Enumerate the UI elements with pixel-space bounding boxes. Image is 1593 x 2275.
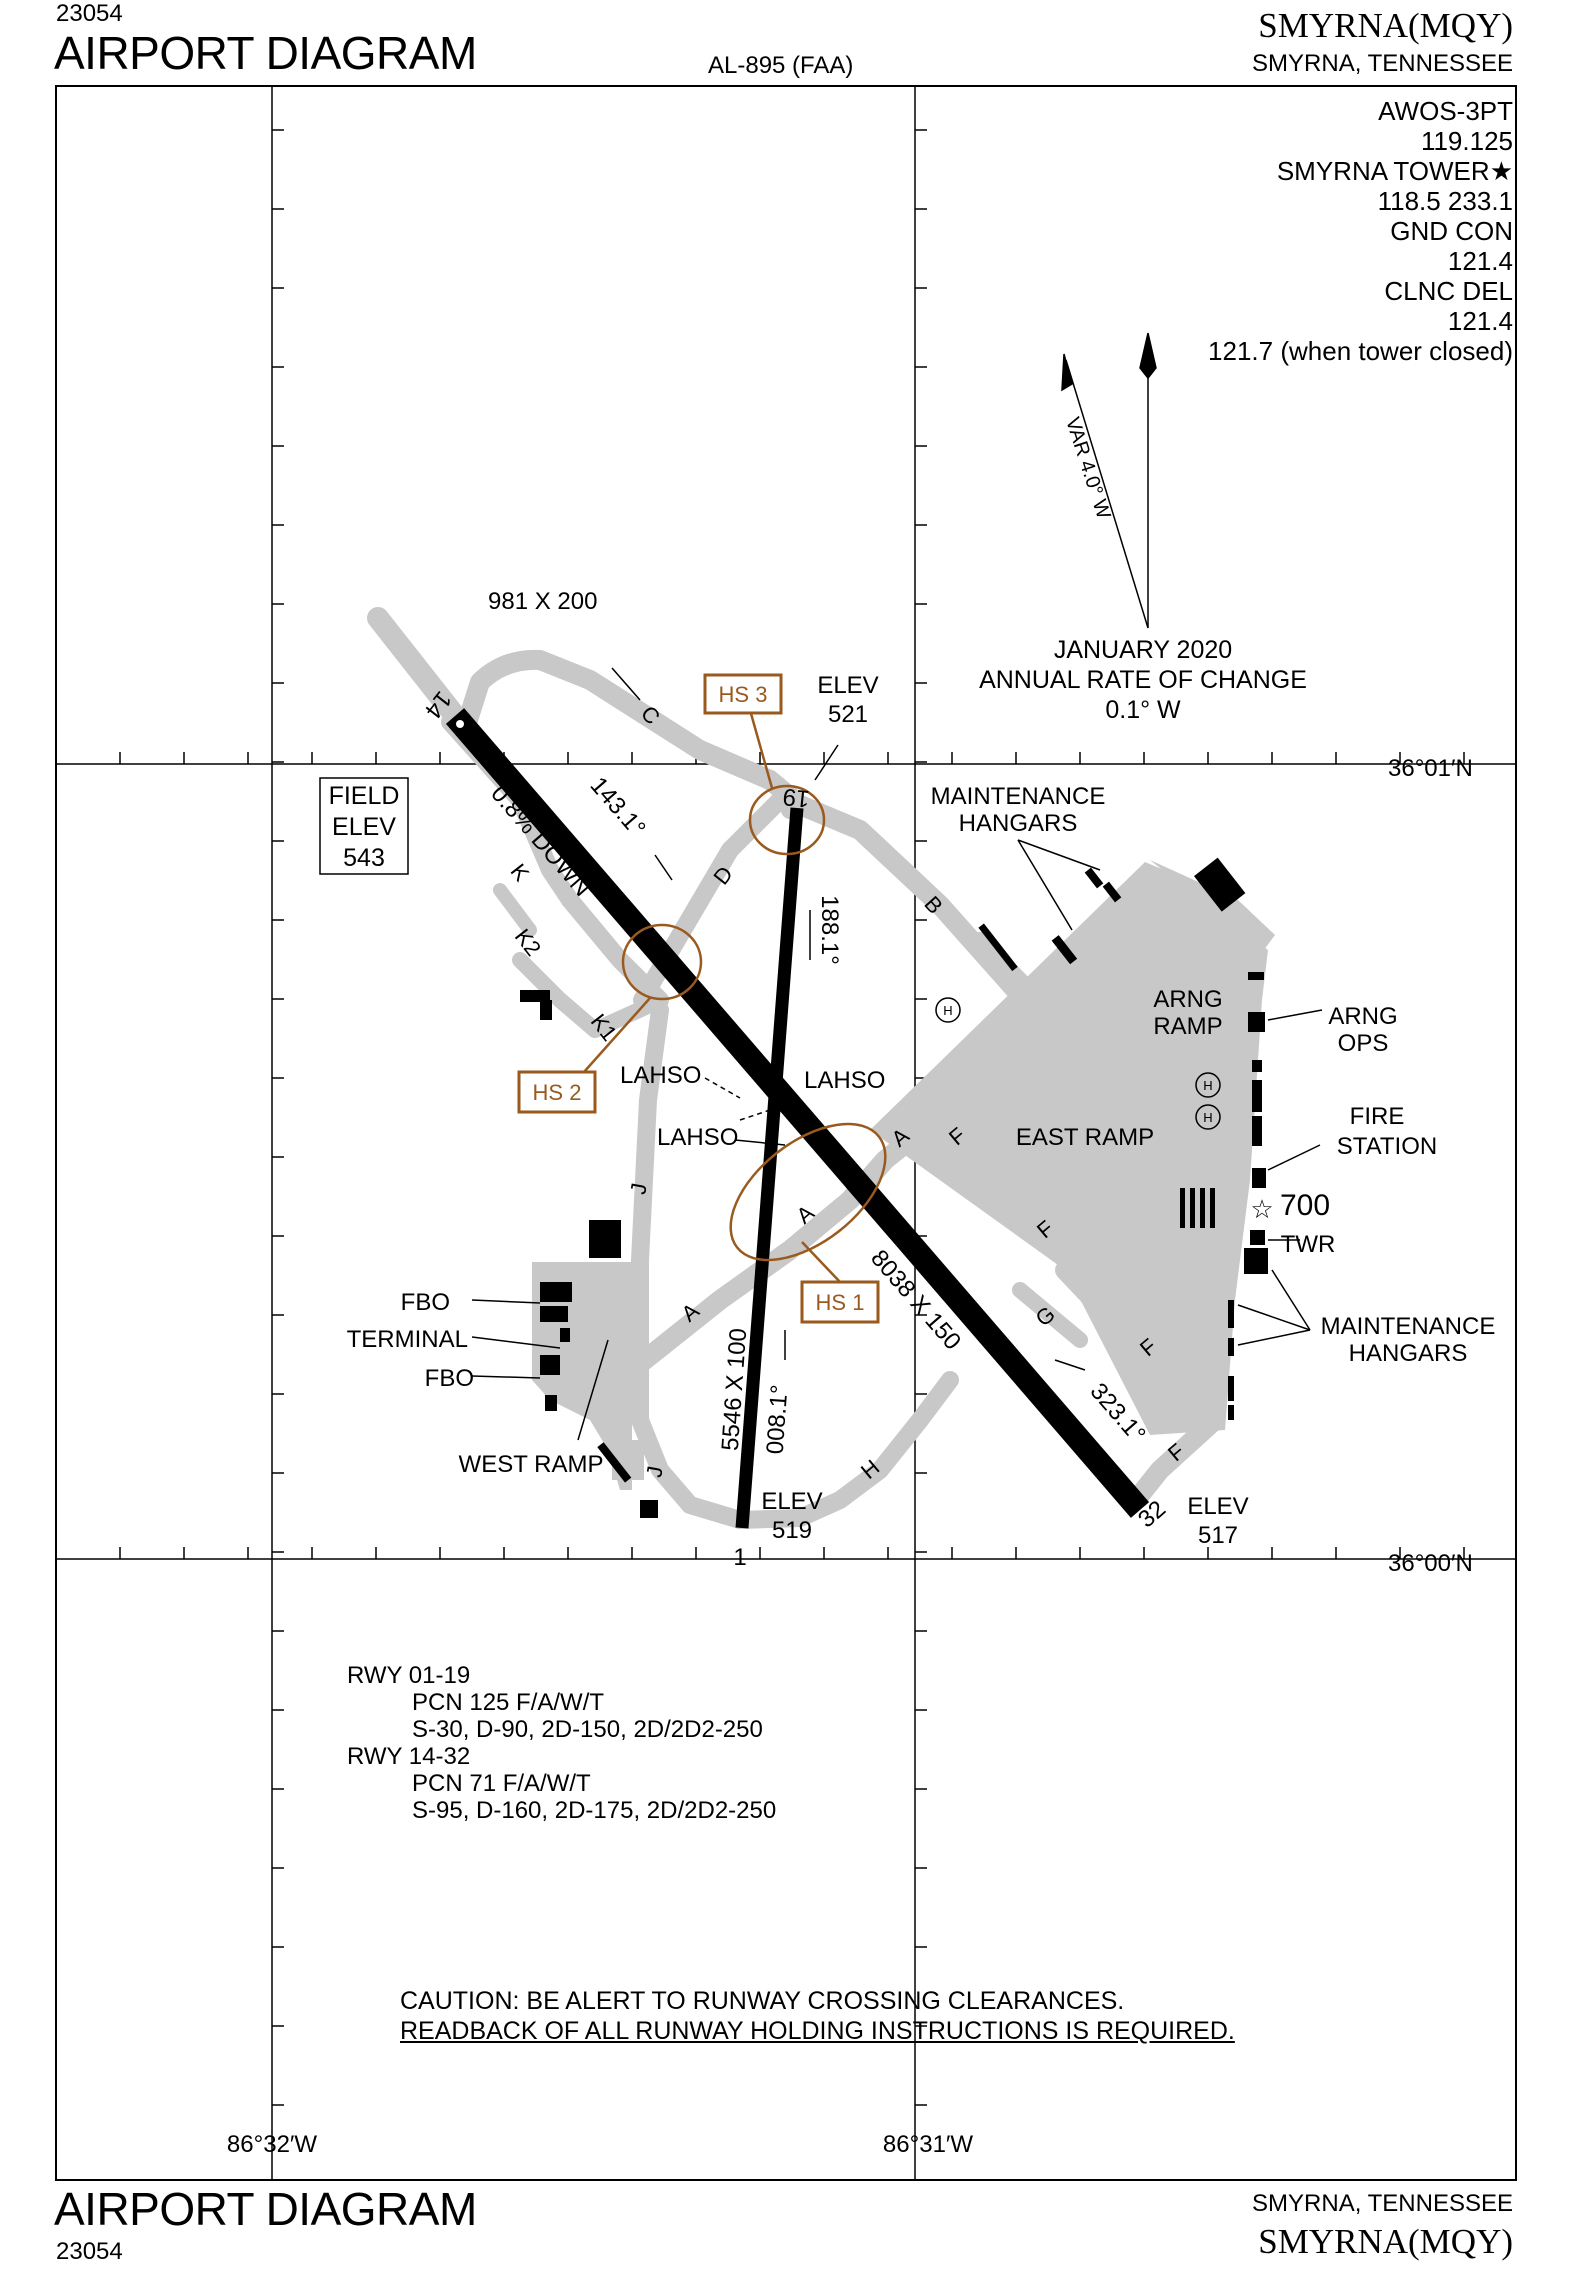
procedure-id: AL-895 (FAA) bbox=[708, 52, 854, 79]
svg-text:1: 1 bbox=[733, 1544, 746, 1571]
hot-spot-boxes bbox=[517, 673, 880, 1324]
chart-title-top: AIRPORT DIAGRAM bbox=[54, 27, 477, 79]
svg-text:19: 19 bbox=[782, 783, 811, 813]
svg-text:RAMP: RAMP bbox=[1153, 1013, 1222, 1040]
location-top: SMYRNA, TENNESSEE bbox=[1252, 50, 1513, 77]
svg-text:ELEV: ELEV bbox=[761, 1488, 822, 1515]
taxiways bbox=[367, 607, 1225, 1529]
svg-text:143.1°: 143.1° bbox=[585, 772, 651, 842]
hot-spot-3-label: HS 3 bbox=[719, 682, 768, 707]
svg-text:ARNG: ARNG bbox=[1153, 986, 1222, 1013]
chart-frame bbox=[55, 85, 1517, 2181]
svg-text:0.1° W: 0.1° W bbox=[1105, 696, 1181, 724]
svg-text:HANGARS: HANGARS bbox=[959, 810, 1078, 837]
svg-text:ARNG: ARNG bbox=[1328, 1003, 1397, 1030]
svg-text:LAHSO: LAHSO bbox=[620, 1062, 701, 1089]
chart-title-bottom: AIRPORT DIAGRAM bbox=[54, 2183, 477, 2235]
svg-text:OPS: OPS bbox=[1338, 1030, 1389, 1057]
lat-south-label: 36°00′N bbox=[1388, 1550, 1473, 1577]
svg-text:LAHSO: LAHSO bbox=[657, 1124, 738, 1151]
lat-north-label: 36°01′N bbox=[1388, 755, 1473, 782]
svg-text:543: 543 bbox=[343, 844, 385, 872]
variation-label: VAR 4.0° W bbox=[1061, 415, 1115, 522]
grid-ticks bbox=[119, 129, 1465, 2106]
svg-text:188.1°: 188.1° bbox=[816, 895, 843, 965]
magnetic-north-arrow-icon bbox=[1061, 353, 1073, 392]
svg-text:FIRE: FIRE bbox=[1350, 1103, 1405, 1130]
svg-text:STATION: STATION bbox=[1337, 1133, 1437, 1160]
hot-spots bbox=[583, 709, 887, 1283]
svg-text:MAINTENANCE: MAINTENANCE bbox=[1321, 1313, 1496, 1340]
location-bottom: SMYRNA, TENNESSEE bbox=[1252, 2190, 1513, 2217]
runways bbox=[445, 708, 1150, 1529]
svg-text:ELEV: ELEV bbox=[817, 672, 878, 699]
svg-text:FBO: FBO bbox=[401, 1289, 450, 1316]
chart-number-bottom: 23054 bbox=[56, 2238, 123, 2265]
leader-lines bbox=[471, 667, 1323, 1441]
frequency-block: AWOS-3PT 119.125 SMYRNA TOWER★ 118.5 233… bbox=[1208, 96, 1513, 366]
chart-number-top: 23054 bbox=[56, 0, 123, 27]
svg-text:521: 521 bbox=[828, 701, 868, 728]
svg-text:LAHSO: LAHSO bbox=[804, 1067, 885, 1094]
helipad-icon bbox=[1195, 1104, 1221, 1130]
svg-text:ELEV: ELEV bbox=[1187, 1493, 1248, 1520]
svg-text:WEST RAMP: WEST RAMP bbox=[459, 1451, 604, 1478]
hot-spot-1-ring bbox=[729, 1122, 887, 1262]
helipad-icon bbox=[1195, 1072, 1221, 1098]
true-north-arrow-icon bbox=[1139, 332, 1157, 380]
airport-name-bottom: SMYRNA(MQY) bbox=[1258, 2222, 1513, 2261]
hot-spot-2-label: HS 2 bbox=[533, 1080, 582, 1105]
hot-spot-1-label: HS 1 bbox=[816, 1290, 865, 1315]
svg-text:FIELD: FIELD bbox=[329, 782, 400, 810]
east-ramp bbox=[870, 862, 1268, 1435]
svg-text:981 X 200: 981 X 200 bbox=[488, 588, 597, 615]
helipads bbox=[935, 997, 1221, 1130]
svg-text:TWR: TWR bbox=[1281, 1231, 1336, 1258]
svg-text:517: 517 bbox=[1198, 1522, 1238, 1549]
lon-east-label: 86°31′W bbox=[883, 2131, 973, 2158]
svg-text:JANUARY 2020: JANUARY 2020 bbox=[1054, 636, 1232, 664]
svg-text:K: K bbox=[506, 859, 535, 886]
hot-spot-3-ring bbox=[748, 784, 826, 856]
variation-arrows bbox=[1061, 332, 1157, 629]
star-icon: ★ bbox=[1489, 156, 1513, 186]
buildings bbox=[520, 857, 1268, 1518]
svg-text:J: J bbox=[625, 1181, 652, 1196]
svg-text:ELEV: ELEV bbox=[332, 813, 396, 841]
svg-text:H: H bbox=[943, 1003, 952, 1018]
hot-spot-2-ring bbox=[621, 923, 703, 1001]
svg-text:ANNUAL RATE OF CHANGE: ANNUAL RATE OF CHANGE bbox=[979, 666, 1307, 694]
tower-height: 700 bbox=[1280, 1189, 1330, 1222]
svg-text:519: 519 bbox=[772, 1517, 812, 1544]
svg-text:EAST RAMP: EAST RAMP bbox=[1016, 1124, 1154, 1151]
caution-note: CAUTION: BE ALERT TO RUNWAY CROSSING CLE… bbox=[400, 1987, 1235, 2045]
tower-star-icon: ☆ bbox=[1250, 1194, 1273, 1224]
runway-14-32 bbox=[445, 708, 1150, 1518]
svg-text:MAINTENANCE: MAINTENANCE bbox=[931, 783, 1106, 810]
svg-text:H: H bbox=[1203, 1078, 1212, 1093]
svg-text:FBO: FBO bbox=[425, 1365, 474, 1392]
helipad-icon bbox=[935, 997, 961, 1023]
svg-text:H: H bbox=[1203, 1110, 1212, 1125]
svg-text:TERMINAL: TERMINAL bbox=[347, 1326, 468, 1353]
svg-text:HANGARS: HANGARS bbox=[1349, 1340, 1468, 1367]
field-elev-box bbox=[319, 777, 409, 875]
lon-west-label: 86°32′W bbox=[227, 2131, 317, 2158]
runway-01-19 bbox=[735, 807, 804, 1529]
svg-text:J: J bbox=[641, 1464, 668, 1479]
lat-lon-grid bbox=[56, 86, 1516, 2180]
svg-text:008.1°: 008.1° bbox=[762, 1384, 794, 1455]
runway-notes: RWY 01-19 PCN 125 F/A/W/T S-30, D-90, 2D… bbox=[347, 1662, 777, 1824]
airport-name-top: SMYRNA(MQY) bbox=[1258, 6, 1513, 45]
runway-14-threshold-light bbox=[456, 720, 464, 728]
